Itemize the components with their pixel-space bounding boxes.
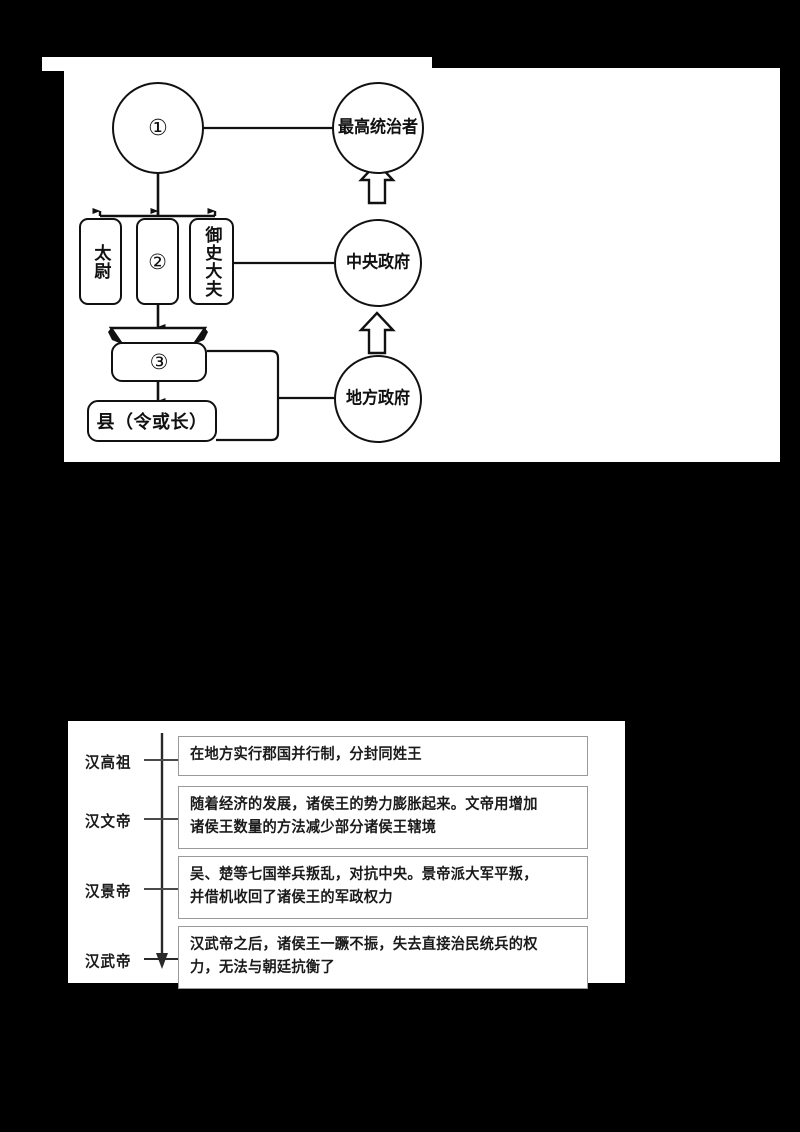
timeline-text-4-line-1: 汉武帝之后，诸侯王一蹶不振，失去直接治民统兵的权 xyxy=(190,936,538,953)
supreme-ruler-label: 最高统治者 xyxy=(337,118,418,137)
diagram-panel: ① 最高统治者 中央政府 地方政府 太尉 ② 御史大夫 ③ xyxy=(64,68,780,462)
central-government-circle[interactable]: 中央政府 xyxy=(334,219,422,307)
supreme-ruler-circle[interactable]: 最高统治者 xyxy=(332,82,424,174)
timeline-connector-3 xyxy=(144,888,180,890)
node-3-label: ③ xyxy=(149,350,169,374)
timeline-connector-1 xyxy=(144,759,180,761)
timeline-text-1-line-1: 在地方实行郡国并行制，分封同姓王 xyxy=(190,746,422,763)
node-2-box[interactable]: ② xyxy=(136,218,179,305)
timeline-text-3-line-2: 并借机收回了诸侯王的军政权力 xyxy=(190,889,393,906)
node-1-label: ① xyxy=(148,115,168,141)
timeline-connector-4 xyxy=(144,958,180,960)
timeline-box-2[interactable]: 随着经济的发展，诸侯王的势力膨胀起来。文帝用增加 诸侯王数量的方法减少部分诸侯王… xyxy=(178,786,588,849)
local-government-label: 地方政府 xyxy=(345,389,410,408)
local-government-circle[interactable]: 地方政府 xyxy=(334,355,422,443)
top-white-strip xyxy=(42,57,432,71)
timeline-panel: 汉高祖 在地方实行郡国并行制，分封同姓王 汉文帝 随着经济的发展，诸侯王的势力膨… xyxy=(68,721,625,989)
yushidafu-box[interactable]: 御史大夫 xyxy=(189,218,234,305)
timeline-emperor-1: 汉高祖 xyxy=(85,754,132,772)
timeline-text-4-line-2: 力，无法与朝廷抗衡了 xyxy=(190,959,335,976)
timeline-box-1[interactable]: 在地方实行郡国并行制，分封同姓王 xyxy=(178,736,588,776)
taiwei-label: 太尉 xyxy=(91,243,111,280)
node-2-label: ② xyxy=(148,249,167,274)
timeline-box-4[interactable]: 汉武帝之后，诸侯王一蹶不振，失去直接治民统兵的权 力，无法与朝廷抗衡了 xyxy=(178,926,588,989)
timeline-text-2-line-2: 诸侯王数量的方法减少部分诸侯王辖境 xyxy=(190,819,437,836)
timeline-connector-2 xyxy=(144,818,180,820)
taiwei-box[interactable]: 太尉 xyxy=(79,218,122,305)
timeline-text-2-line-1: 随着经济的发展，诸侯王的势力膨胀起来。文帝用增加 xyxy=(190,796,538,813)
county-box[interactable]: 县（令或长） xyxy=(87,400,217,442)
timeline-emperor-3: 汉景帝 xyxy=(85,883,132,901)
timeline-emperor-4: 汉武帝 xyxy=(85,953,132,971)
timeline-text-3-line-1: 吴、楚等七国举兵叛乱，对抗中央。景帝派大军平叛， xyxy=(190,866,538,883)
node-3-box[interactable]: ③ xyxy=(111,342,207,382)
timeline-box-3[interactable]: 吴、楚等七国举兵叛乱，对抗中央。景帝派大军平叛， 并借机收回了诸侯王的军政权力 xyxy=(178,856,588,919)
central-government-label: 中央政府 xyxy=(345,253,410,272)
county-label: 县（令或长） xyxy=(96,412,208,432)
timeline-emperor-2: 汉文帝 xyxy=(85,813,132,831)
node-1-circle[interactable]: ① xyxy=(112,82,204,174)
yushidafu-label: 御史大夫 xyxy=(202,225,222,298)
